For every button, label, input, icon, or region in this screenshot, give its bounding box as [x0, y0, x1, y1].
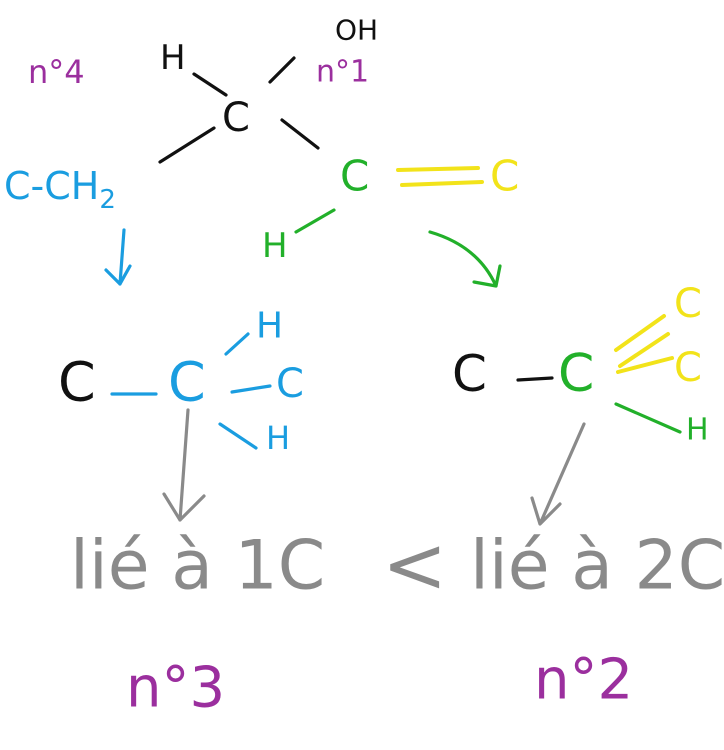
label-left-h-top: H	[256, 306, 283, 347]
label-h-green: H	[262, 226, 288, 266]
bond-left-h-bottom	[218, 422, 258, 450]
label-n1: n°1	[316, 55, 369, 90]
arrow-gray-left	[162, 408, 206, 522]
label-left-center-c: C	[168, 351, 206, 414]
label-n2: n°2	[534, 648, 633, 713]
text-lie-1c: lié à 1C	[70, 527, 325, 606]
label-left-h-bottom: H	[266, 419, 290, 457]
label-ch2: C-CH2	[4, 164, 116, 215]
bond-right-h	[614, 402, 682, 434]
label-alkyne-c2: C	[490, 152, 519, 201]
arrow-green-right	[428, 230, 502, 288]
bond-c-alkyne	[280, 118, 320, 150]
label-alkyne-c1: C	[340, 152, 369, 201]
ch2-main-text: C-CH	[4, 164, 99, 208]
label-right-c-mid: C	[674, 345, 702, 391]
arrow-gray-right	[530, 422, 586, 526]
bond-left-h-top	[224, 332, 250, 356]
label-right-c: C	[452, 345, 487, 403]
bond-h-c	[192, 72, 228, 97]
label-n3: n°3	[126, 656, 225, 721]
bond-right-c	[516, 376, 554, 382]
triple-bond	[396, 166, 484, 187]
bond-c-ch2	[158, 126, 216, 164]
bond-c-h-green	[294, 208, 336, 234]
label-center-c: C	[222, 95, 250, 141]
bond-c-oh	[268, 56, 296, 84]
bond-left-c-right	[230, 384, 272, 394]
label-right-h: H	[686, 413, 709, 448]
label-left-c: C	[58, 351, 96, 414]
label-n4: n°4	[28, 53, 85, 91]
text-less-than: <	[382, 521, 447, 611]
text-lie-2c: lié à 2C	[470, 527, 724, 606]
label-top-oh: OH	[335, 14, 378, 47]
label-top-h: H	[160, 38, 186, 78]
label-right-center-c: C	[558, 344, 594, 404]
label-right-c-top: C	[674, 281, 702, 327]
right-yellow-bonds	[614, 314, 674, 374]
arrow-blue-down	[104, 228, 132, 286]
ch2-subscript: 2	[99, 185, 116, 215]
label-left-c-right: C	[276, 361, 304, 407]
